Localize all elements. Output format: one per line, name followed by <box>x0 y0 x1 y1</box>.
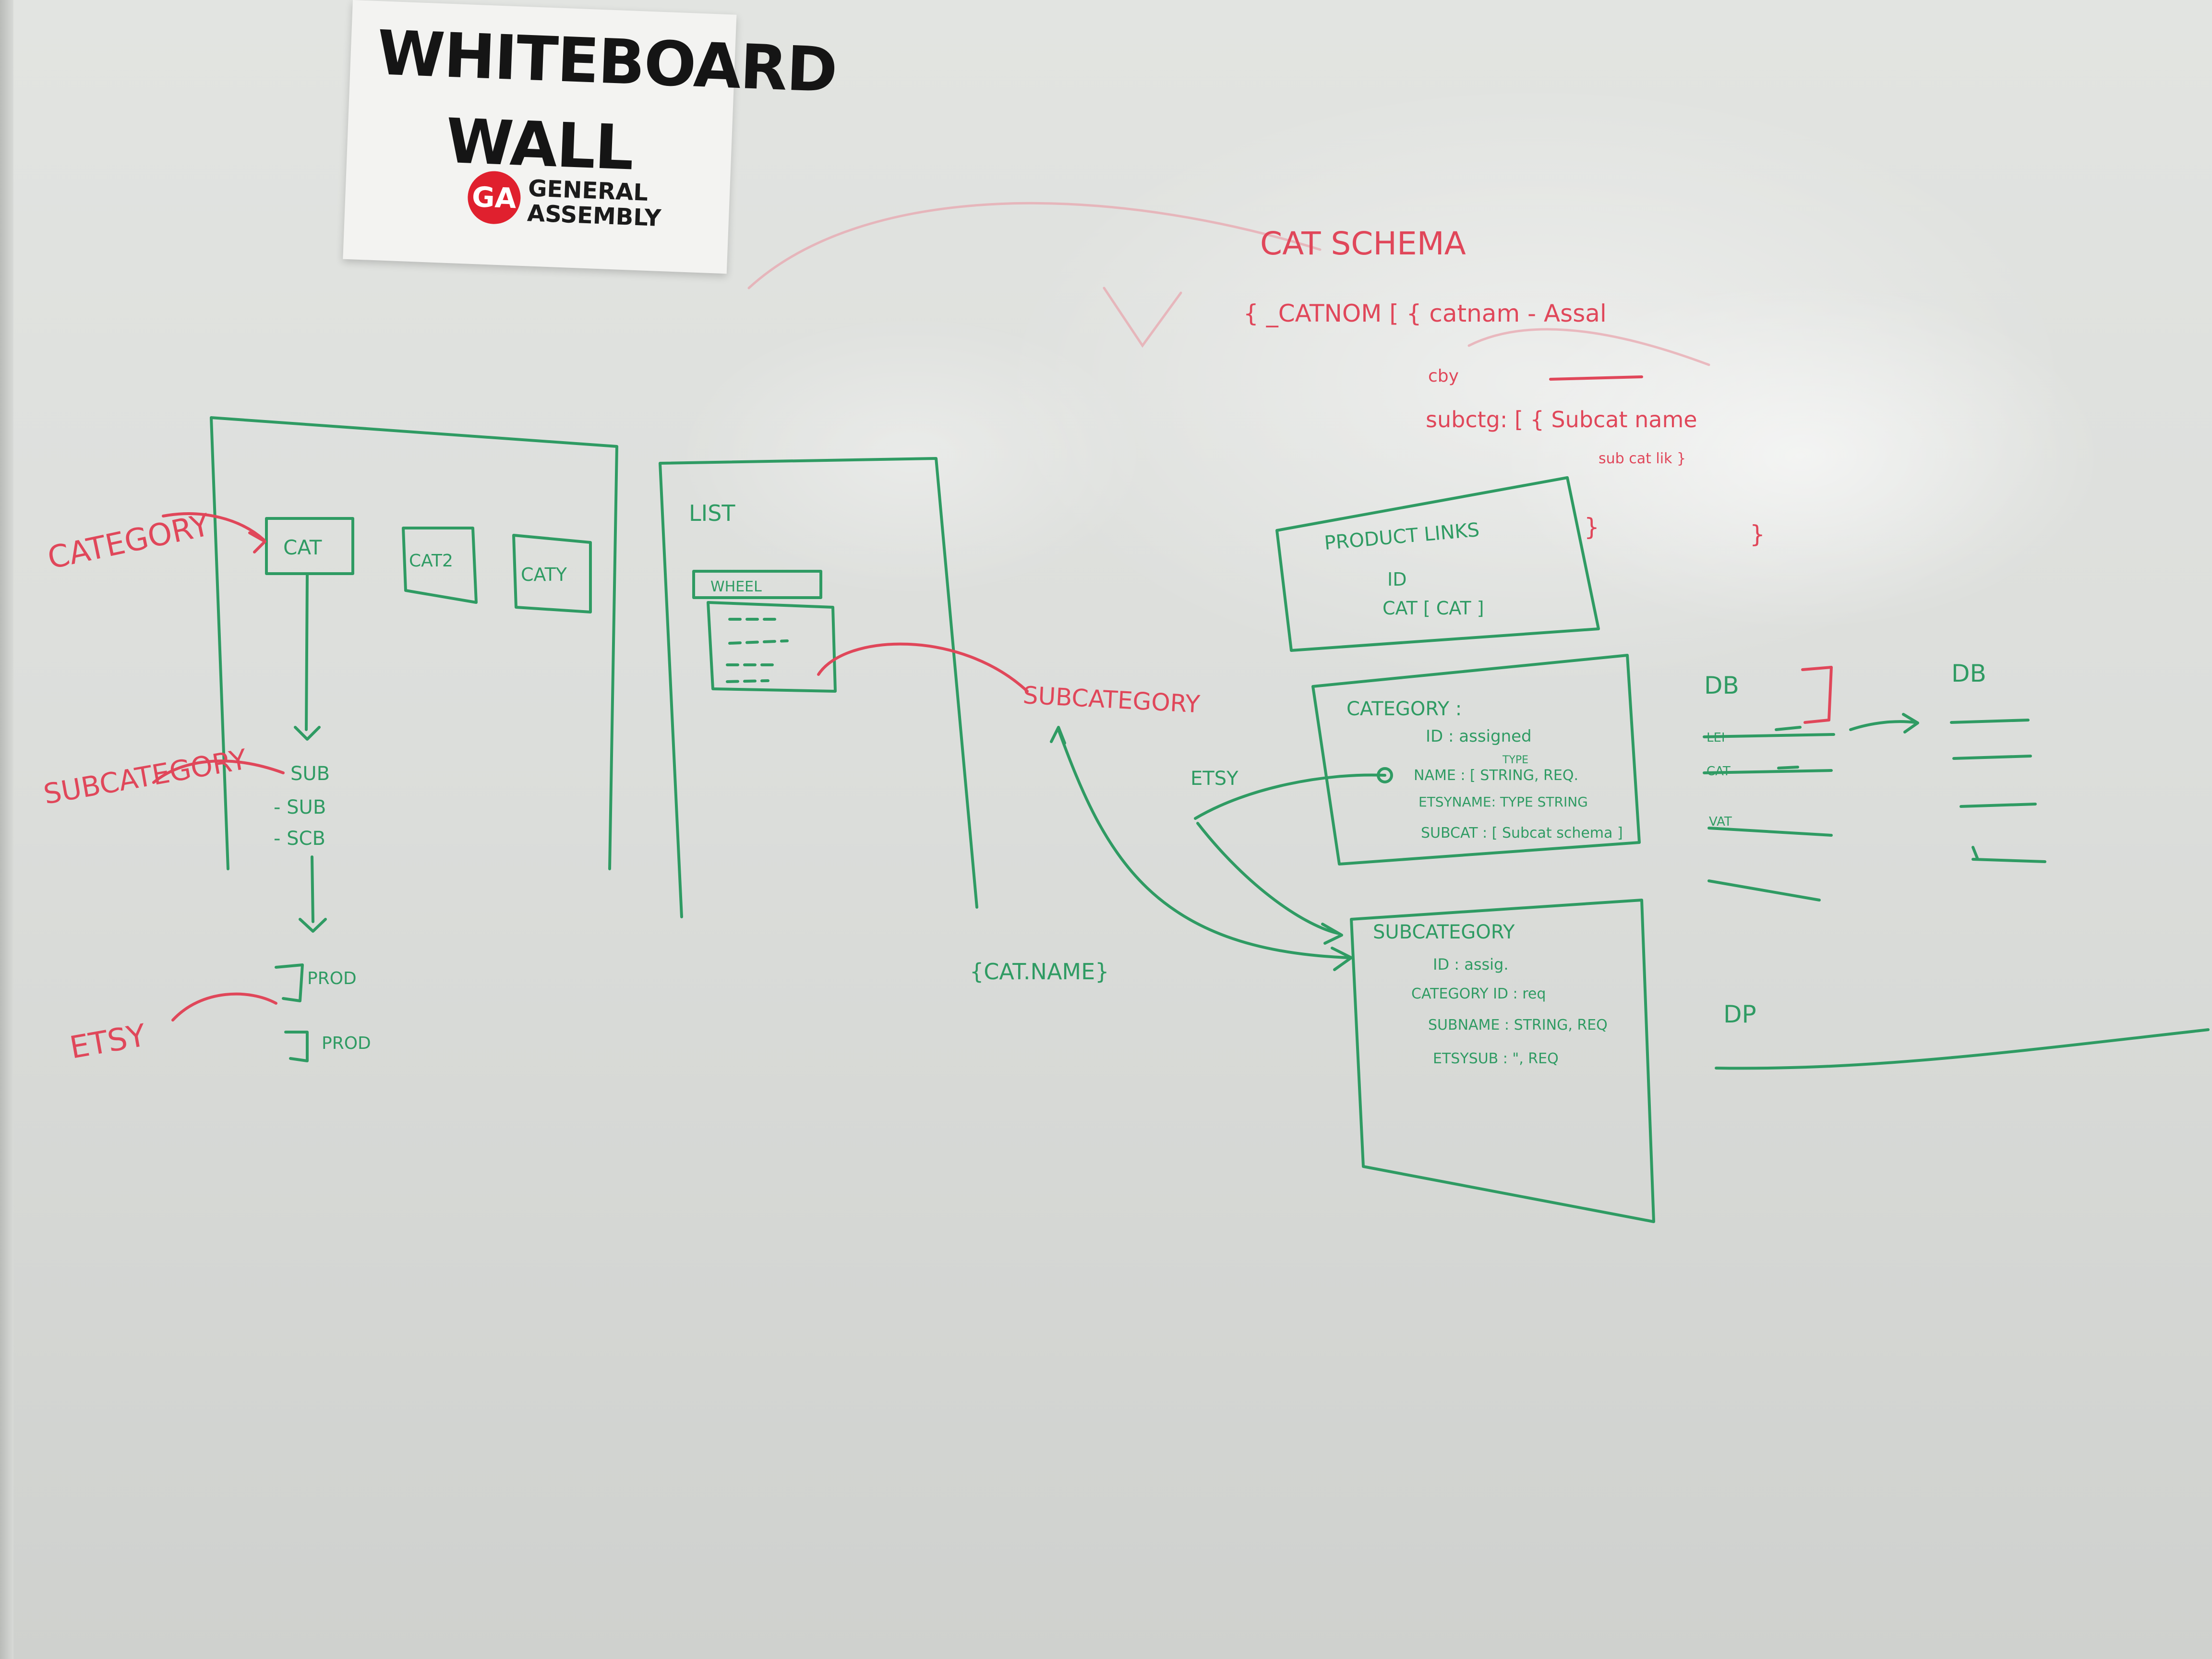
db-bracket <box>1801 666 1833 724</box>
sub-item-2: - SUB <box>274 796 326 818</box>
subcategory-schema-box <box>1350 899 1655 1223</box>
list-header-label: WHEEL <box>710 578 762 595</box>
subcategory-category-id-field: CATEGORY ID : req <box>1411 986 1546 1002</box>
list-label: LIST <box>689 500 735 526</box>
db-arrow <box>1849 713 1919 733</box>
cat-schema-dash <box>1549 375 1643 381</box>
db-label-1: DB <box>1704 672 1739 699</box>
cat-schema-title: CAT SCHEMA <box>1260 225 1466 262</box>
cat-box-2-label: CAT2 <box>409 551 453 571</box>
product-links-box <box>1275 476 1600 652</box>
arrow-to-subcategory-label <box>1050 726 1353 971</box>
prod-icon-2 <box>284 1031 309 1062</box>
wireframe-frame-left <box>210 416 618 870</box>
arrow-etsy-category <box>1194 773 1386 820</box>
erased-arc <box>747 202 1322 289</box>
list-lines <box>726 618 789 683</box>
prod-icon-1 <box>275 963 304 1002</box>
category-etsyname-field: ETSYNAME: TYPE STRING <box>1419 794 1588 810</box>
arrow-etsy <box>171 992 277 1022</box>
erased-mark <box>1467 328 1710 366</box>
subcategory-id-field: ID : assig. <box>1433 955 1509 974</box>
list-dropdown <box>707 601 837 693</box>
arrow-list-subcategory <box>817 642 1029 693</box>
subcategory-schema-title: SUBCATEGORY <box>1373 921 1515 943</box>
category-id-field: ID : assigned <box>1426 727 1532 746</box>
label-category: CATEGORY <box>45 507 213 577</box>
cat-box-1-label: CAT <box>283 536 322 559</box>
label-subcategory-arrow: SUBCATEGORY <box>1022 681 1201 718</box>
cat-box-1 <box>265 517 354 575</box>
list-header <box>692 570 822 599</box>
prod-item-2: PROD <box>322 1034 371 1053</box>
sub-down-line <box>299 855 327 933</box>
category-name-field: NAME : [ STRING, REQ. <box>1414 767 1578 784</box>
arrow-category <box>162 512 266 553</box>
cat-schema-line-4: sub cat lik } <box>1599 450 1686 467</box>
dp-line <box>1715 1028 2210 1070</box>
arrow-subcategory <box>152 759 285 784</box>
product-links-cat: CAT [ CAT ] <box>1382 598 1484 619</box>
subcategory-etsysub-field: ETSYSUB : ", REQ <box>1433 1050 1559 1067</box>
cat-box-3 <box>512 534 592 613</box>
cat-name-binding: {CAT.NAME} <box>970 959 1109 985</box>
prod-item-1: PROD <box>307 969 357 988</box>
etsy-label: ETSY <box>1190 768 1238 790</box>
cat-schema-line-3: subctg: [ { Subcat name <box>1426 407 1697 433</box>
db-rows-left <box>1703 726 1835 902</box>
category-name-type: TYPE <box>1502 754 1528 766</box>
cat-down-line <box>294 572 321 741</box>
db-label-2: DB <box>1951 660 1986 687</box>
cat-box-3-label: CATY <box>521 564 567 585</box>
cat-schema-brace-2: } <box>1750 520 1765 548</box>
category-subcat-field: SUBCAT : [ Subcat schema ] <box>1421 825 1623 842</box>
board-edge <box>0 0 13 1659</box>
subcategory-subname-field: SUBNAME : STRING, REQ <box>1428 1017 1608 1034</box>
erased-mark <box>1103 287 1182 348</box>
cat-schema-line-1: { _CATNOM [ { catnam - Assal <box>1243 300 1607 327</box>
category-schema-box <box>1311 654 1641 866</box>
label-subcategory: SUBCATEGORY <box>41 743 250 810</box>
sub-item-3: - SCB <box>274 828 325 850</box>
cat-schema-line-2: cby <box>1428 366 1459 386</box>
arrow-etsy-subcategory <box>1196 822 1343 945</box>
cat-schema-brace-1: } <box>1584 513 1599 541</box>
category-schema-title: CATEGORY : <box>1346 698 1462 720</box>
cat-box-2 <box>402 527 478 604</box>
product-links-title: PRODUCT LINKS <box>1323 519 1480 554</box>
dp-label: DP <box>1723 1000 1756 1028</box>
etsy-connector-dot <box>1377 767 1393 783</box>
db-rows-right <box>1950 719 2046 863</box>
wireframe-frame-middle <box>659 457 978 918</box>
db-row-3-label: VAT <box>1709 815 1732 829</box>
label-etsy: ETSY <box>67 1018 149 1066</box>
product-links-id: ID <box>1387 569 1407 590</box>
sub-item-1: SUB <box>290 763 330 785</box>
